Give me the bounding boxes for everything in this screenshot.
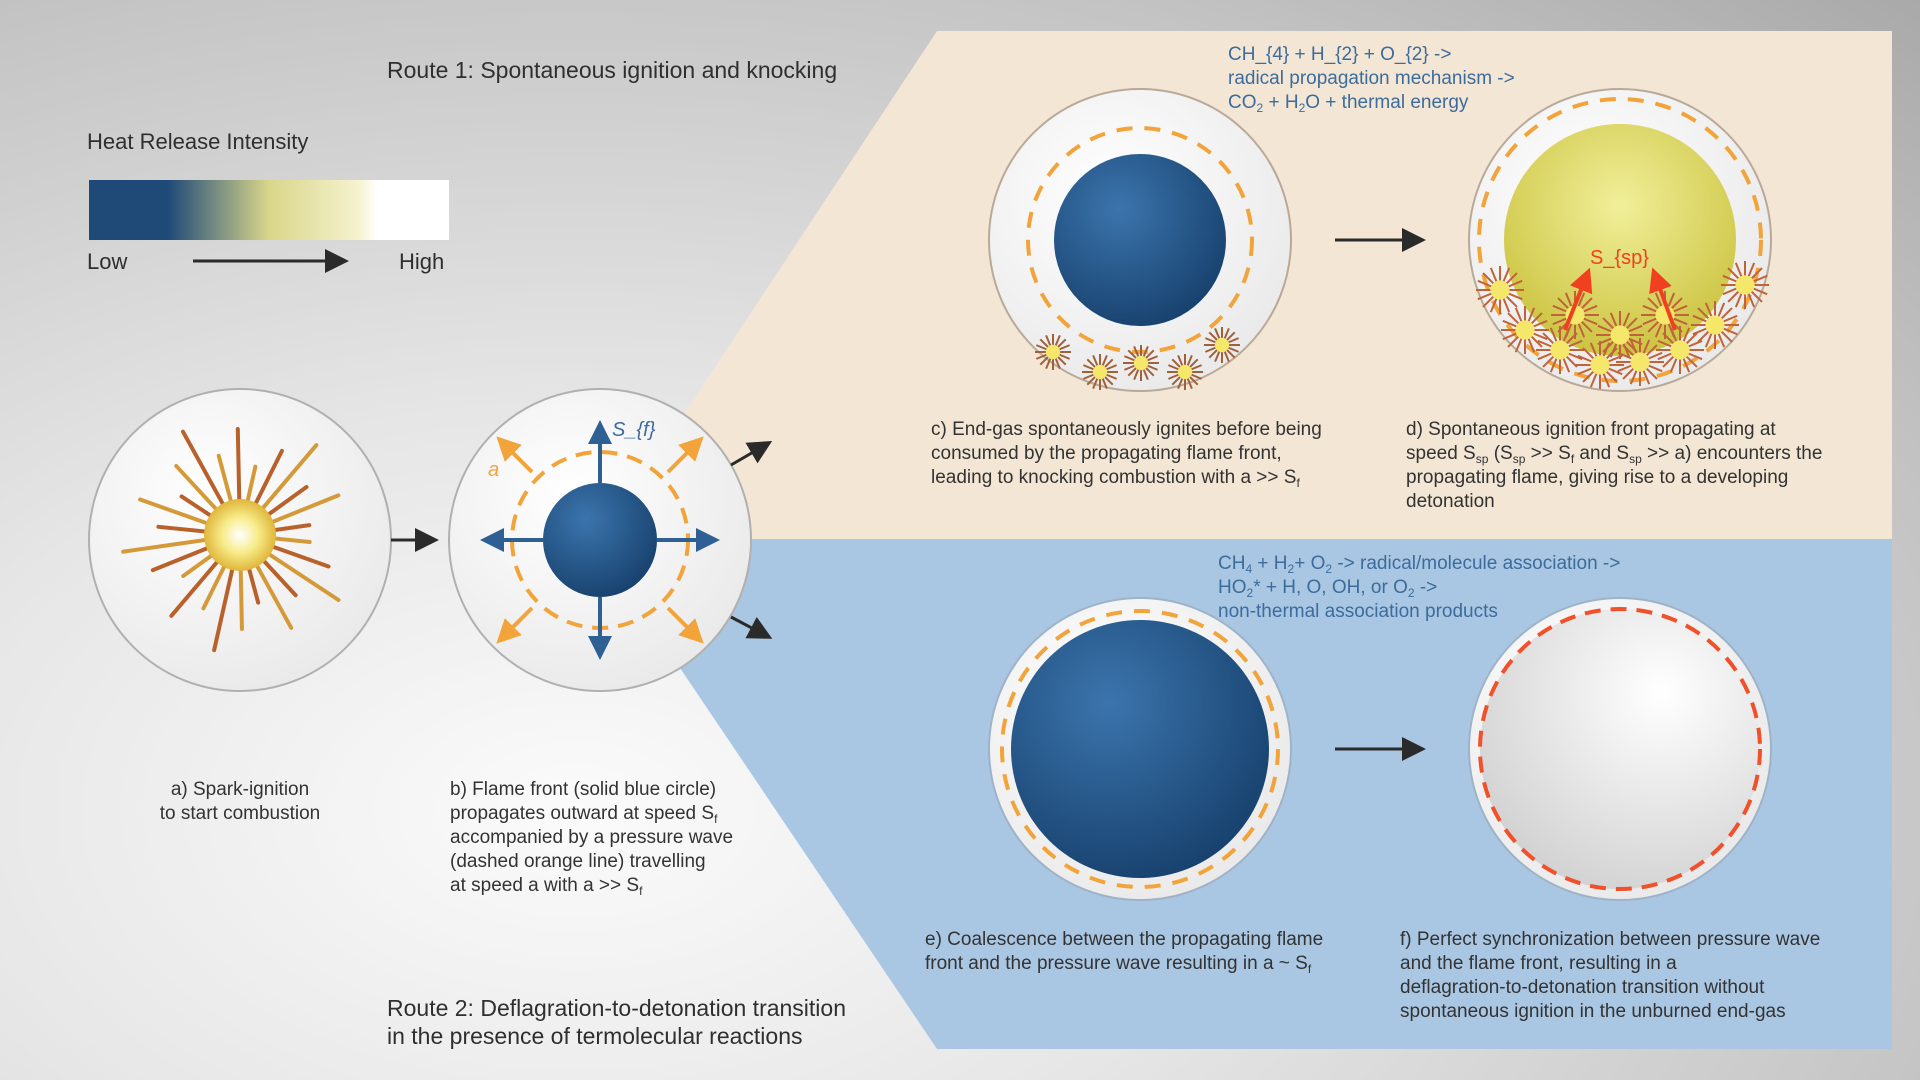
spark-icon <box>1035 334 1071 370</box>
caption-d: d) Spontaneous ignition front propagatin… <box>1406 418 1822 514</box>
route2-title-line2: in the presence of termolecular reaction… <box>387 1023 803 1049</box>
caption-e: e) Coalescence between the propagating f… <box>925 928 1323 976</box>
flame-front-circle <box>448 388 752 692</box>
end-gas-ignition-circle <box>988 88 1292 392</box>
text-line: propagating flame, giving rise to a deve… <box>1406 467 1789 488</box>
caption-a: a) Spark-ignition to start combustion <box>140 778 340 826</box>
text-line: c) End-gas spontaneously ignites before … <box>931 419 1322 440</box>
text-line: a) Spark-ignition <box>170 779 310 800</box>
text-line: b) Flame front (solid blue circle) <box>450 779 717 800</box>
pressure-wave-arrow-icon <box>666 606 704 644</box>
spark-icon <box>1123 345 1159 381</box>
text-line: spontaneous ignition in the unburned end… <box>1400 1001 1786 1022</box>
legend-title: Heat Release Intensity <box>87 129 309 154</box>
text-line: accompanied by a pressure wave <box>450 827 734 848</box>
text-line: radical propagation mechanism -> <box>1228 68 1515 89</box>
flame-speed-label: S_{f} <box>612 419 656 441</box>
route2-title: Route 2: Deflagration-to-detonation tran… <box>387 994 846 1050</box>
route1-equation-line3: CO2 + H2O + thermal energy <box>1228 91 1515 115</box>
route2-title-line1: Route 2: Deflagration-to-detonation tran… <box>387 995 847 1021</box>
text-line: HO2* + H, O, OH, or O2 -> <box>1218 577 1438 600</box>
text-line: at speed a with a >> Sf <box>450 875 643 898</box>
caption-f: f) Perfect synchronization between press… <box>1400 928 1820 1024</box>
caption-b: b) Flame front (solid blue circle) propag… <box>450 778 733 898</box>
text-line: speed Ssp (Ssp >> Sf and Ssp >> a) encou… <box>1406 443 1823 466</box>
heat-legend-bar <box>89 180 449 240</box>
arrow-to-route2 <box>730 615 773 639</box>
text-line: leading to knocking combustion with a >>… <box>931 467 1300 490</box>
spark-icon <box>1082 354 1118 390</box>
spontaneous-speed-label: S_{sp} <box>1590 247 1649 269</box>
pressure-wave-arrow-icon <box>496 436 534 474</box>
spark-icon <box>1691 301 1739 349</box>
route2-equation: CH4 + H2+ O2 -> radical/molecule associa… <box>1218 552 1620 624</box>
detonation-circle <box>1468 597 1772 901</box>
spark-icon <box>1576 341 1624 389</box>
pressure-wave-arrow-icon <box>496 606 534 644</box>
route1-title: Route 1: Spontaneous ignition and knocki… <box>387 57 838 83</box>
text-line: deflagration-to-detonation transition wi… <box>1400 977 1765 998</box>
spark-icon <box>1204 327 1240 363</box>
route1-equation: CH_{4} + H_{2} + O_{2} -> radical propag… <box>1228 43 1515 115</box>
text-line: e) Coalescence between the propagating f… <box>925 929 1324 950</box>
spark-icon <box>1167 354 1203 390</box>
text-line: to start combustion <box>159 803 321 824</box>
text-line: CH4 + H2+ O2 -> radical/molecule associa… <box>1218 553 1621 576</box>
legend-low-label: Low <box>87 249 128 274</box>
text-line: non-thermal association products <box>1218 601 1498 622</box>
text-line: and the flame front, resulting in a <box>1400 953 1677 974</box>
text-line: (dashed orange line) travelling <box>450 851 706 872</box>
spark-icon <box>1501 306 1549 354</box>
spark-icon <box>1476 266 1524 314</box>
spark-icon <box>1536 326 1584 374</box>
spontaneous-ignition-circle <box>1468 88 1772 392</box>
text-line: CO2 + H2O + thermal energy <box>1228 92 1469 115</box>
text-line: front and the pressure wave resulting in… <box>925 953 1312 976</box>
text-line: propagates outward at speed Sf <box>450 803 718 826</box>
arrow-to-route1 <box>730 440 773 467</box>
spark-icon <box>1551 291 1599 339</box>
text-line: detonation <box>1406 491 1495 512</box>
pressure-speed-label: a <box>488 459 500 481</box>
route1-equation-line1: CH_{4} + H_{2} + O_{2} -> <box>1228 44 1452 65</box>
text-line: d) Spontaneous ignition front propagatin… <box>1406 419 1776 440</box>
spark-ignition-circle <box>88 388 392 692</box>
text-line: consumed by the propagating flame front, <box>931 443 1282 464</box>
legend-high-label: High <box>399 249 445 274</box>
text-line: f) Perfect synchronization between press… <box>1400 929 1821 950</box>
route1-equation-line2: radical propagation mechanism -> <box>1228 67 1515 91</box>
pressure-wave-arrow-icon <box>666 436 704 474</box>
spark-icon <box>1721 261 1769 309</box>
spark-icon <box>1596 311 1644 359</box>
caption-c: c) End-gas spontaneously ignites before … <box>931 418 1322 490</box>
coalescence-circle <box>988 597 1292 901</box>
